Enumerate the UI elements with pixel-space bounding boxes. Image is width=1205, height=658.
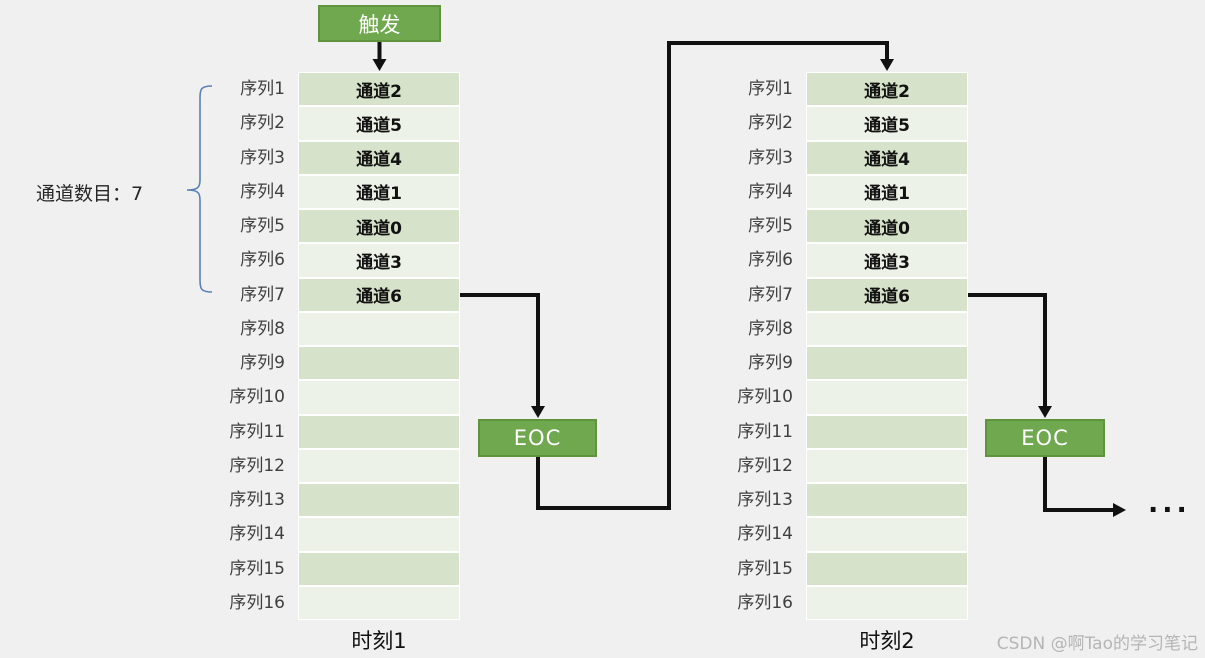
eoc-box-2: EOC	[985, 419, 1105, 457]
sequence-label: 序列12	[737, 455, 793, 476]
sequence-label: 序列7	[240, 284, 285, 305]
sequence-label: 序列9	[240, 353, 285, 373]
trigger-box: 触发	[318, 5, 441, 42]
sequence-label: 序列15	[229, 558, 285, 579]
sequence-labels-table2: 序列1 序列2 序列3 序列4 序列5 序列6 序列7 序列8 序列9 序列10 序列11 序列12 序…	[658, 72, 793, 620]
sequence-label: 序列6	[240, 250, 285, 271]
channel-cell	[806, 380, 968, 415]
sequence-label: 序列14	[229, 524, 285, 545]
time-label-2: 时刻2	[859, 629, 915, 653]
eoc2-arrowhead-icon	[1038, 406, 1052, 418]
table2-to-eoc2-line	[968, 293, 1047, 407]
sequence-label: 序列12	[229, 455, 285, 476]
sequence-label: 序列11	[737, 421, 793, 442]
channel-cell	[298, 517, 460, 552]
time-label-1: 时刻1	[351, 629, 407, 653]
channel-cell	[806, 346, 968, 381]
sequence-label: 序列8	[748, 318, 793, 339]
channel-cell	[806, 448, 968, 483]
channel-cell	[298, 483, 460, 518]
sequence-label: 序列14	[737, 524, 793, 545]
channel-cell	[298, 380, 460, 415]
channel-cell	[298, 448, 460, 483]
continue-arrowhead-icon	[1113, 503, 1126, 517]
channel-cell: 通道0	[806, 209, 968, 244]
sequence-label: 序列6	[748, 250, 793, 271]
channel-cell	[806, 311, 968, 346]
eoc1-arrowhead-icon	[531, 406, 545, 418]
sequence-label: 序列1	[748, 79, 793, 99]
sequence-label: 序列10	[737, 387, 793, 408]
channel-cell: 通道4	[806, 140, 968, 175]
sequence-label: 序列10	[229, 387, 285, 408]
sequence-labels-table1: 序列1 序列2 序列3 序列4 序列5 序列6 序列7 序列8 序列9 序列10 序列11 序列12 序…	[150, 72, 285, 620]
sequence-label: 序列2	[748, 113, 793, 134]
continuation-ellipsis: ...	[1148, 488, 1191, 519]
channel-cell	[298, 414, 460, 449]
channel-cell: 通道0	[298, 209, 460, 244]
sequence-label: 序列13	[737, 490, 793, 510]
channel-cell	[806, 414, 968, 449]
sequence-label: 序列7	[748, 284, 793, 305]
sequence-label: 序列5	[748, 216, 793, 236]
sequence-label: 序列4	[240, 181, 285, 202]
channel-cell: 通道4	[298, 140, 460, 175]
sequence-label: 序列8	[240, 318, 285, 339]
sequence-label: 序列16	[229, 592, 285, 613]
sequence-label: 序列5	[240, 216, 285, 236]
channel-cell	[806, 551, 968, 586]
table2-arrowhead-icon	[880, 59, 894, 71]
channel-cell: 通道1	[806, 174, 968, 209]
channel-cell	[298, 346, 460, 381]
trigger-arrowhead-icon	[372, 59, 387, 71]
sequence-label: 序列16	[737, 592, 793, 613]
channel-cell: 通道6	[298, 277, 460, 312]
channel-cell: 通道1	[298, 174, 460, 209]
channel-cell: 通道3	[298, 243, 460, 278]
channel-cell	[806, 517, 968, 552]
channel-cell: 通道2	[806, 72, 968, 107]
sequence-label: 序列2	[240, 113, 285, 134]
eoc-box-1: EOC	[478, 419, 597, 457]
sequence-label: 序列4	[748, 181, 793, 202]
sequence-label: 序列3	[240, 147, 285, 168]
sequence-label: 序列9	[748, 353, 793, 373]
channel-cell	[806, 585, 968, 620]
channel-cell	[298, 551, 460, 586]
channel-cell	[806, 483, 968, 518]
watermark-text: CSDN @啊Tao的学习笔记	[996, 634, 1198, 654]
sequence-label: 序列13	[229, 490, 285, 510]
sequence-label: 序列11	[229, 421, 285, 442]
sequence-label: 序列15	[737, 558, 793, 579]
eoc2-continue-line	[1043, 457, 1114, 512]
eoc-label-1: EOC	[513, 426, 562, 450]
channel-cell	[298, 585, 460, 620]
trigger-label: 触发	[358, 12, 401, 37]
channel-cell: 通道3	[806, 243, 968, 278]
channel-cell	[298, 311, 460, 346]
channel-cell: 通道5	[806, 106, 968, 141]
table1-to-eoc1-line	[460, 293, 540, 407]
eoc-label-2: EOC	[1021, 426, 1069, 450]
channel-cell: 通道5	[298, 106, 460, 141]
sequence-label: 序列3	[748, 147, 793, 168]
channel-count-label: 通道数目：7	[36, 183, 144, 205]
sequence-label: 序列1	[240, 79, 285, 99]
channel-cell: 通道6	[806, 277, 968, 312]
channel-cell: 通道2	[298, 72, 460, 107]
